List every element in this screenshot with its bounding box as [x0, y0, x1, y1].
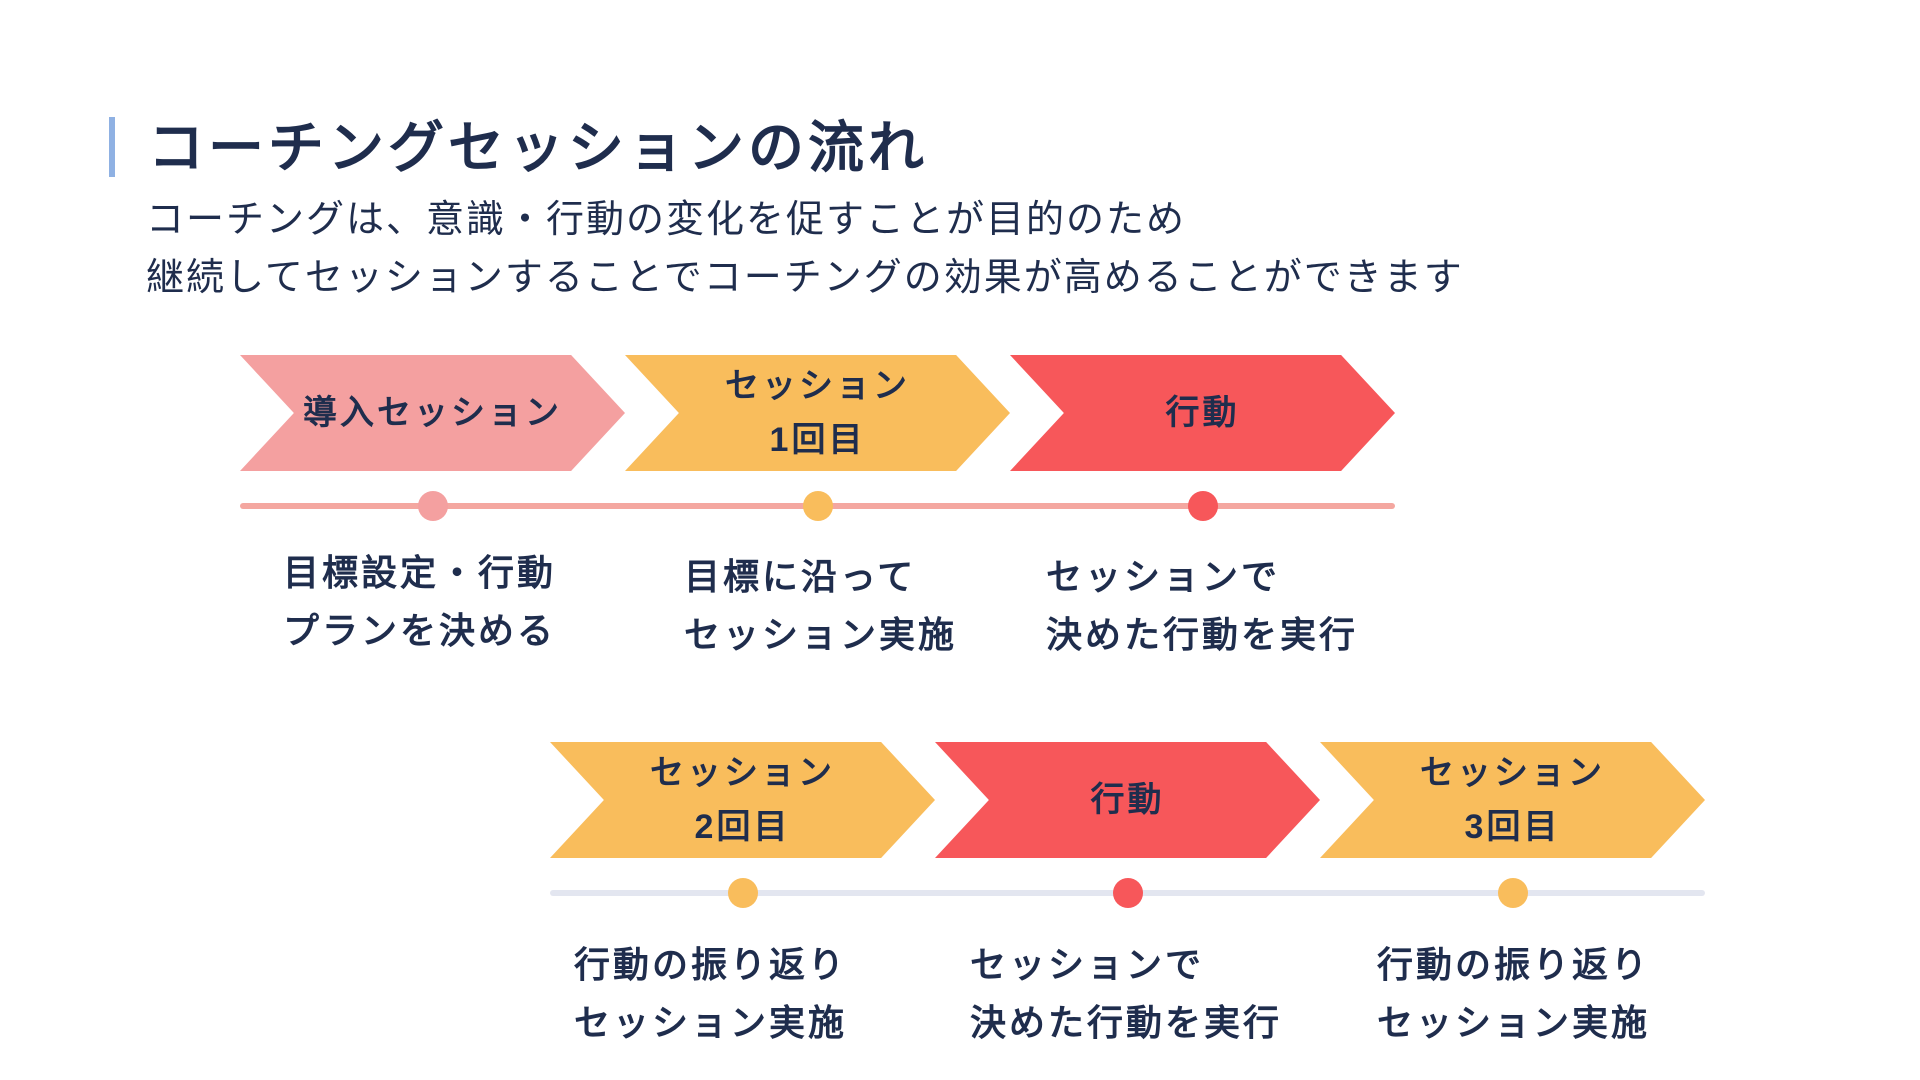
- step-session-3-chevron: セッション 3回目: [1320, 742, 1705, 858]
- step-label: セッション 2回目: [650, 754, 835, 846]
- subtitle-line-2: 継続してセッションすることでコーチングの効果が高めることができます: [146, 255, 1464, 299]
- timeline-dot: [1498, 878, 1528, 908]
- title-accent-bar: [109, 117, 115, 177]
- step-description: セッションで 決めた行動を実行: [970, 944, 1283, 1043]
- step-session-1-chevron: セッション 1回目: [625, 355, 1010, 471]
- timeline-dot: [803, 491, 833, 521]
- subtitle: コーチングは、意識・行動の変化を促すことが目的のため 継続してセッションすること…: [146, 190, 1464, 306]
- step-label: セッション 3回目: [1420, 754, 1605, 846]
- step-action-1-chevron: 行動: [1010, 355, 1395, 471]
- step-description: 行動の振り返り セッション実施: [574, 944, 848, 1043]
- step-action-2-chevron: 行動: [935, 742, 1320, 858]
- step-session-2-chevron: セッション 2回目: [550, 742, 935, 858]
- step-label: 行動: [1165, 394, 1240, 432]
- step-intro-session-chevron: 導入セッション: [240, 355, 625, 471]
- step-label: 行動: [1090, 781, 1165, 819]
- timeline-dot: [728, 878, 758, 908]
- step-label: 導入セッション: [303, 394, 562, 432]
- step-description: セッションで 決めた行動を実行: [1046, 556, 1359, 655]
- subtitle-line-1: コーチングは、意識・行動の変化を促すことが目的のため: [146, 197, 1187, 241]
- step-label: セッション 1回目: [725, 367, 910, 459]
- timeline-dot: [1188, 491, 1218, 521]
- step-description: 目標設定・行動 プランを決める: [283, 552, 557, 651]
- timeline-dot: [418, 491, 448, 521]
- step-description: 目標に沿って セッション実施: [684, 556, 958, 655]
- step-description: 行動の振り返り セッション実施: [1377, 944, 1651, 1043]
- timeline-dot: [1113, 878, 1143, 908]
- page-title: コーチングセッションの流れ: [148, 115, 928, 181]
